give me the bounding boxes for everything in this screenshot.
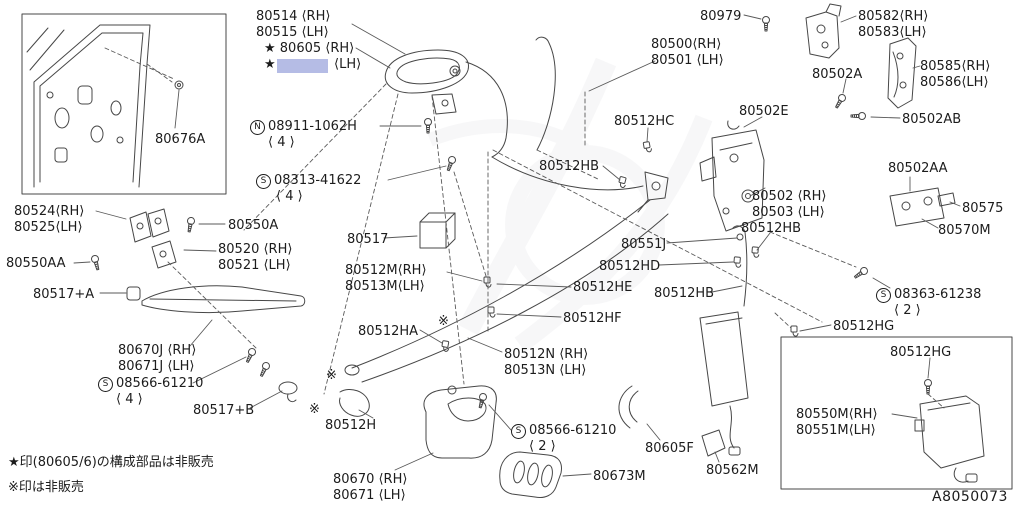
label-80512hb-1: 80512HB — [539, 159, 600, 174]
label-80605-rh: ★ 80605 ⟨RH⟩ — [264, 41, 355, 56]
label-80512hf: 80512HF — [563, 311, 622, 326]
star-footnote: ★印(80605/6)の構成部品は非販売 — [8, 455, 214, 470]
outside-handle — [384, 36, 556, 158]
inside-handle-finisher — [423, 385, 639, 498]
label-80512hg-1: 80512HG — [833, 319, 895, 334]
label-80676a: 80676A — [155, 132, 206, 147]
circled-s-prefix-icon: S — [256, 174, 271, 189]
label-80512hb-3: 80512HB — [654, 286, 715, 301]
circled-s-prefix-icon: S — [98, 377, 113, 392]
label-80551j: 80551J — [621, 237, 667, 252]
label-80501-lh: 80501 ⟨LH⟩ — [651, 53, 724, 68]
label-80512he: 80512HE — [573, 280, 633, 295]
label-80670j-rh: 80670J ⟨RH⟩ — [118, 343, 197, 358]
label-80512m-rh: 80512M⟨RH⟩ — [345, 263, 427, 278]
label-n-08911-qty: ⟨ 4 ⟩ — [268, 135, 295, 150]
label-80515-lh: 80515 ⟨LH⟩ — [256, 25, 329, 40]
label-x-mark-3: ※ — [309, 402, 320, 417]
lock-actuator — [699, 311, 749, 457]
label-80512h: 80512H — [325, 418, 377, 433]
label-80979: 80979 — [700, 9, 742, 24]
label-80551m-lh: 80551M⟨LH⟩ — [796, 423, 876, 438]
lock-rods — [351, 156, 748, 383]
label-80502aa: 80502AA — [888, 161, 948, 176]
label-80550aa: 80550AA — [6, 256, 66, 271]
label-80521-lh: 80521 ⟨LH⟩ — [218, 258, 291, 273]
label-80512ha: 80512HA — [358, 324, 419, 339]
label-s-08363-qty: ⟨ 2 ⟩ — [894, 303, 921, 318]
circled-n-prefix-icon: N — [250, 120, 265, 135]
label-s-08313-qty: ⟨ 4 ⟩ — [276, 189, 303, 204]
label-80512hc: 80512HC — [614, 114, 675, 129]
label-80583-lh: 80583⟨LH⟩ — [858, 25, 927, 40]
label-80514-rh: 80514 ⟨RH⟩ — [256, 9, 331, 24]
label-80500-rh: 80500⟨RH⟩ — [651, 37, 722, 52]
selection-highlight — [277, 59, 328, 73]
label-80562m: 80562M — [706, 463, 759, 478]
label-80524-rh: 80524⟨RH⟩ — [14, 204, 85, 219]
label-80520-rh: 80520 ⟨RH⟩ — [218, 242, 293, 257]
cross-footnote: ※印は非販売 — [8, 480, 84, 495]
label-80671j-lh: 80671J ⟨LH⟩ — [118, 359, 195, 374]
watermark — [427, 57, 713, 353]
label-80512hg-2: 80512HG — [890, 345, 952, 360]
label-80502-rh: 80502 ⟨RH⟩ — [752, 189, 827, 204]
label-80550a: 80550A — [228, 218, 279, 233]
label-80517: 80517 — [347, 232, 389, 247]
label-80670-rh: 80670 ⟨RH⟩ — [333, 472, 408, 487]
label-80605f: 80605F — [645, 441, 694, 456]
label-s-08566-2-qty: ⟨ 2 ⟩ — [529, 439, 556, 454]
label-80502e: 80502E — [739, 104, 789, 119]
label-x-mark-1: ※ — [438, 314, 449, 329]
label-80582-rh: 80582⟨RH⟩ — [858, 9, 929, 24]
label-80512hd: 80512HD — [599, 259, 661, 274]
leader-lines — [73, 14, 961, 477]
hinges-check-link — [126, 208, 306, 403]
label-x-mark-2: ※ — [326, 368, 337, 383]
diagram-code: A8050073 — [932, 489, 1008, 505]
label-80502ab: 80502AB — [902, 112, 962, 127]
label-80605-lh-star: ★ — [264, 57, 276, 72]
label-80550m-rh: 80550M⟨RH⟩ — [796, 407, 878, 422]
label-80570m: 80570M — [938, 223, 991, 238]
label-80671-lh: 80671 ⟨LH⟩ — [333, 488, 406, 503]
label-80513m-lh: 80513M⟨LH⟩ — [345, 279, 425, 294]
label-80586-lh: 80586⟨LH⟩ — [920, 75, 989, 90]
actuator-detail-box — [780, 336, 1013, 490]
striker-brackets — [805, 3, 956, 227]
door-panel-inset — [21, 13, 227, 195]
label-80517-plus-a: 80517+A — [33, 287, 95, 302]
circled-s-prefix-icon: S — [876, 288, 891, 303]
label-80605-lh: ⟨LH⟩ — [334, 57, 362, 72]
label-80503-lh: 80503 ⟨LH⟩ — [752, 205, 825, 220]
label-80512n-rh: 80512N ⟨RH⟩ — [504, 347, 589, 362]
label-80513n-lh: 80513N ⟨LH⟩ — [504, 363, 587, 378]
label-80525-lh: 80525⟨LH⟩ — [14, 220, 83, 235]
circled-s-prefix-icon: S — [511, 424, 526, 439]
construction-lines — [104, 47, 945, 409]
label-80517-plus-b: 80517+B — [193, 403, 255, 418]
label-80673m: 80673M — [593, 469, 646, 484]
label-80512hb-2: 80512HB — [741, 221, 802, 236]
label-80575: 80575 — [962, 201, 1004, 216]
label-80585-rh: 80585⟨RH⟩ — [920, 59, 991, 74]
label-s-08566-4-qty: ⟨ 4 ⟩ — [116, 392, 143, 407]
label-80502a: 80502A — [812, 67, 863, 82]
